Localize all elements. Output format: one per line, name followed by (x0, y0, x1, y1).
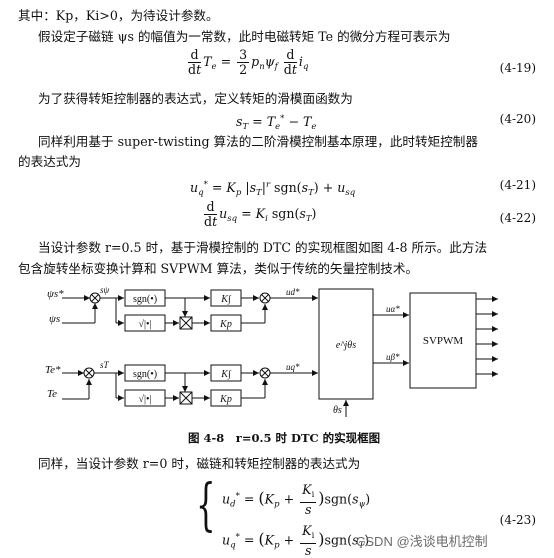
sqrt-block-flux: √|•| (139, 319, 152, 330)
equation-number-4-21: (4-21) (499, 178, 536, 192)
text-line-r0: 同样，当设计参数 r=0 时，磁链和转矩控制器的表达式为 (38, 456, 360, 472)
text-line-params: 其中：Kp，Ki>0，为待设计参数。 (18, 8, 219, 24)
sliding-surface-text: 为了获得转矩控制器的表达式，定义转矩的滑模面函数为 (38, 91, 353, 106)
sgn-block-torque: sgn(•) (133, 369, 157, 380)
u-alpha-label: uα* (386, 304, 400, 314)
kp-block-flux: Kp (219, 319, 232, 330)
equation-number-4-23: (4-23) (499, 513, 536, 527)
equation-4-20: sT = Te* − Te (236, 114, 317, 132)
transform-block-label: e^jθs (336, 340, 356, 351)
s-psi-label: sψ (100, 285, 110, 295)
u-beta-label: uβ* (386, 352, 400, 362)
watermark: CSDN @浅谈电机控制 (356, 534, 488, 549)
super-twisting-text: 同样利用基于 super-twisting 算法的二阶滑模控制基本原理，此时转矩… (38, 134, 478, 149)
s-t-label: sT (100, 360, 110, 370)
figure-ref-text: 当设计参数 r=0.5 时，基于滑模控制的 DTC 的实现框图如图 4-8 所示… (38, 240, 488, 255)
te-label: Te (47, 388, 57, 400)
ki-block-flux: K∫ (220, 294, 232, 305)
svpwm-block-label: SVPWM (423, 335, 464, 347)
equation-4-23-brace: { (196, 473, 216, 538)
equation-number-4-22: (4-22) (499, 211, 536, 225)
equation-4-21: uq* = Kp |sT|r sgn(sT) + usq (190, 180, 356, 198)
params-text: 其中：Kp，Ki>0，为待设计参数。 (18, 8, 219, 23)
dtc-block-diagram: ψs* ψs sψ Te* Te sT ud* uq* uα* uβ* θs s… (45, 285, 498, 417)
text-line-svpwm: 包含旋转坐标变换计算和 SVPWM 算法，类似于传统的矢量控制技术。 (18, 261, 418, 277)
text-line-expression: 的表达式为 (18, 154, 81, 170)
psi-ref-label: ψs* (47, 288, 64, 300)
r0-text: 同样，当设计参数 r=0 时，磁链和转矩控制器的表达式为 (38, 456, 361, 471)
ud-label: ud* (286, 287, 300, 297)
sgn-block-flux: sgn(•) (133, 294, 157, 305)
uq-label: uq* (286, 362, 300, 372)
expression-text: 的表达式为 (18, 154, 81, 169)
figure-caption: 图 4-8 r=0.5 时 DTC 的实现框图 (188, 431, 381, 445)
text-line-super-twisting: 同样利用基于 super-twisting 算法的二阶滑模控制基本原理，此时转矩… (38, 134, 478, 150)
equation-number-4-20: (4-20) (499, 112, 536, 126)
te-ref-label: Te* (45, 364, 61, 376)
equation-number-4-19: (4-19) (499, 61, 536, 75)
sqrt-block-torque: √|•| (139, 394, 152, 405)
text-line-sliding-surface: 为了获得转矩控制器的表达式，定义转矩的滑模面函数为 (38, 91, 353, 107)
theta-label: θs (333, 405, 342, 416)
svpwm-text: 包含旋转坐标变换计算和 SVPWM 算法，类似于传统的矢量控制技术。 (18, 261, 419, 276)
kp-block-torque: Kp (219, 394, 232, 405)
text-line-flux-assumption: 假设定子磁链 ψs 的幅值为一常数，此时电磁转矩 Te 的微分方程可表示为 (38, 29, 450, 45)
psi-hat-label: ψs (49, 313, 60, 325)
ki-block-torque: K∫ (220, 369, 232, 380)
flux-assumption-text: 假设定子磁链 ψs 的幅值为一常数，此时电磁转矩 Te 的微分方程可表示为 (38, 29, 451, 44)
text-line-figure-ref: 当设计参数 r=0.5 时，基于滑模控制的 DTC 的实现框图如图 4-8 所示… (38, 240, 487, 256)
